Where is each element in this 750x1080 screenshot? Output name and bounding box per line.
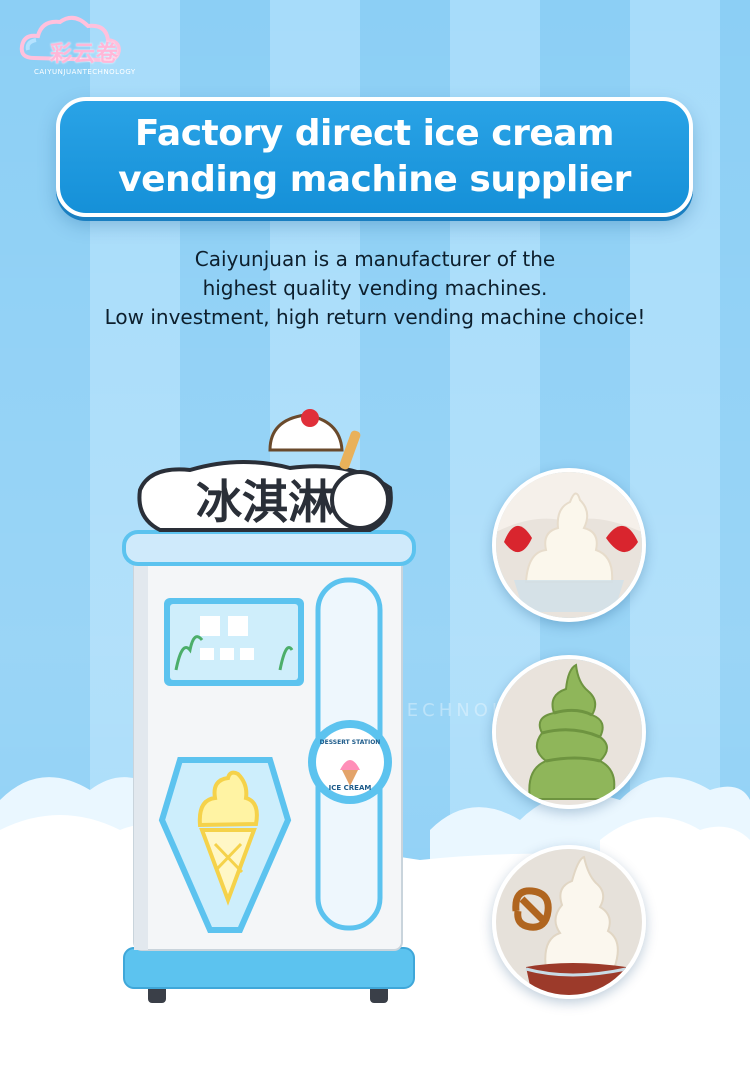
strawberry-soft-serve-image [496,472,642,618]
description-line-1: Caiyunjuan is a manufacturer of the [194,247,556,271]
matcha-soft-serve-image [496,659,642,805]
pretzel-soft-serve-photo [492,845,646,999]
ice-cream-vending-machine: 冰淇淋 DESSERT STATION ICE CREAM [122,409,416,1003]
sign-text: 冰淇淋 [196,475,334,529]
logo-text: 彩云卷 [50,42,120,67]
badge-bottom-text: ICE CREAM [329,784,372,792]
logo-subtext: CAIYUNJUANTECHNOLOGY [34,68,136,76]
cloud-logo-icon [19,15,121,63]
description: Caiyunjuan is a manufacturer of the high… [40,245,710,332]
pretzel-soft-serve-image [496,849,642,995]
headline-title: Factory direct ice cream vending machine… [118,111,631,203]
matcha-soft-serve-photo [492,655,646,809]
headline-line-1: Factory direct ice cream [134,113,615,154]
cloud-background [0,777,750,1080]
badge-top-text: DESSERT STATION [320,739,381,746]
headline-banner: Factory direct ice cream vending machine… [56,97,693,217]
strawberry-soft-serve-photo [492,468,646,622]
brand-logo: 彩云卷 CAIYUNJUANTECHNOLOGY [14,6,144,80]
description-line-3: Low investment, high return vending mach… [104,305,646,329]
description-line-2: highest quality vending machines. [202,276,548,300]
headline-line-2: vending machine supplier [118,159,631,200]
